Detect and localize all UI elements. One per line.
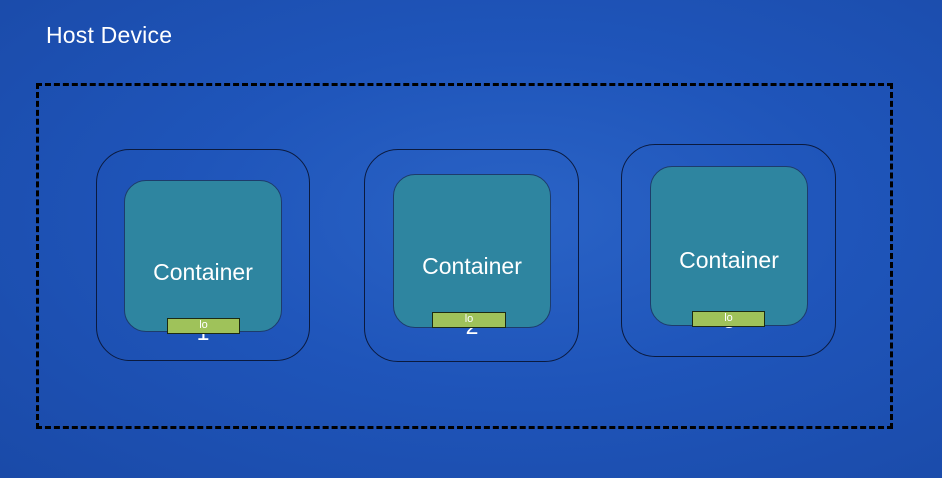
container-1-label: Container 1 [125, 227, 281, 377]
container-3-lo-interface[interactable]: lo [692, 311, 765, 327]
container-3-label-name: Container [679, 247, 779, 273]
container-2-label: Container 2 [394, 221, 550, 371]
container-2-namespace [364, 149, 579, 362]
host-device-boundary [36, 83, 893, 429]
container-3-label: Container 3 [651, 215, 807, 365]
container-3[interactable]: Container 3 [650, 166, 808, 333]
container-1-label-name: Container [153, 259, 253, 285]
container-2-lo-interface[interactable]: lo [432, 312, 506, 328]
container-1-namespace [96, 149, 310, 361]
container-1[interactable]: Container 1 [124, 180, 282, 345]
container-3-namespace [621, 144, 836, 357]
container-2[interactable]: Container 2 [393, 174, 551, 339]
container-2-label-name: Container [422, 253, 522, 279]
container-1-lo-interface[interactable]: lo [167, 318, 240, 334]
host-device-title: Host Device [46, 22, 173, 48]
